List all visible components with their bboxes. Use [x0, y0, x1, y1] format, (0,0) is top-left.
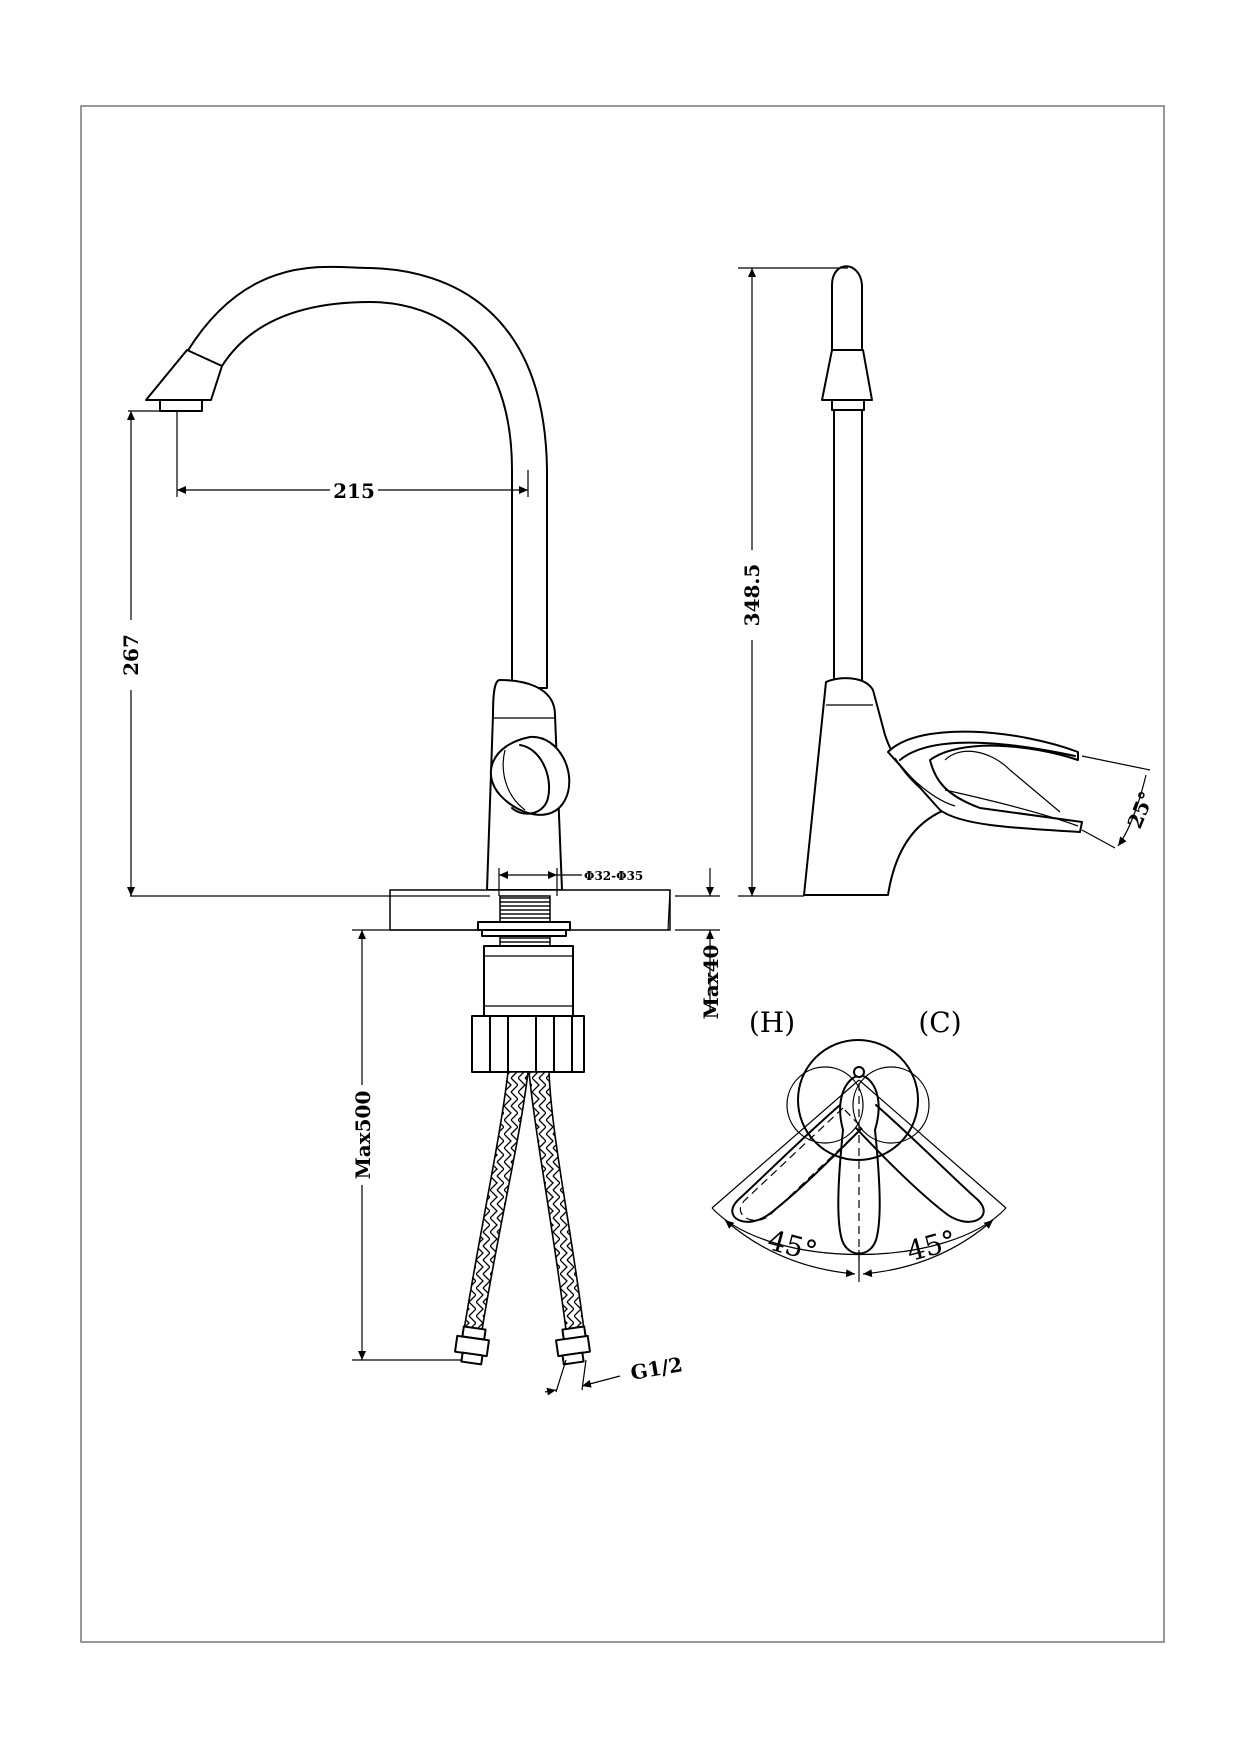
- hose-fitting-right: [555, 1325, 591, 1366]
- mounting-nut: [471, 1015, 585, 1073]
- rotation-diagram: (H) (C) 45° 45°: [711, 1006, 1007, 1282]
- dimension-hole-diameter: Φ32-Φ35: [498, 868, 643, 896]
- dimension-hose-length: Max500: [351, 929, 478, 1361]
- spout-reach-label: 215: [333, 479, 375, 503]
- dimension-total-height: 348.5: [738, 267, 848, 897]
- lever-handle-front: [489, 735, 571, 816]
- mounting-sleeve: [483, 945, 574, 1017]
- hose-fitting-left: [454, 1325, 490, 1366]
- hose-right: [528, 1071, 585, 1331]
- front-view: [145, 265, 671, 1366]
- side-spout: [831, 265, 863, 351]
- rotation-right-label: 45°: [903, 1223, 959, 1268]
- dimension-spout-height: 267: [119, 410, 490, 897]
- handle-cold-position: [855, 1104, 985, 1223]
- rotation-left-label: 45°: [764, 1223, 820, 1268]
- hose-left: [463, 1071, 529, 1331]
- dimension-deck-thickness: Max40: [675, 868, 723, 1019]
- hot-label: (H): [749, 1006, 795, 1039]
- thread-label: G1/2: [629, 1352, 685, 1385]
- side-view: [803, 265, 1083, 896]
- cold-label: (C): [918, 1006, 961, 1039]
- side-handle: [887, 730, 1083, 833]
- spout-arch: [186, 265, 548, 689]
- aerator: [159, 399, 203, 412]
- handle-hot-position: [739, 1107, 863, 1221]
- total-height-label: 348.5: [740, 564, 764, 627]
- drawing-frame: [80, 105, 1165, 1643]
- hose-length-label: Max500: [351, 1091, 375, 1180]
- side-neck: [833, 409, 863, 689]
- handle-tilt-label: 25°: [1122, 788, 1158, 832]
- side-spout-nozzle: [821, 349, 873, 401]
- deck-thickness-label: Max40: [699, 945, 723, 1020]
- hole-diameter-label: Φ32-Φ35: [584, 869, 643, 883]
- dimension-spout-reach: 215: [176, 412, 529, 503]
- dimension-handle-tilt: 25°: [1081, 755, 1159, 849]
- spout-height-label: 267: [119, 634, 143, 676]
